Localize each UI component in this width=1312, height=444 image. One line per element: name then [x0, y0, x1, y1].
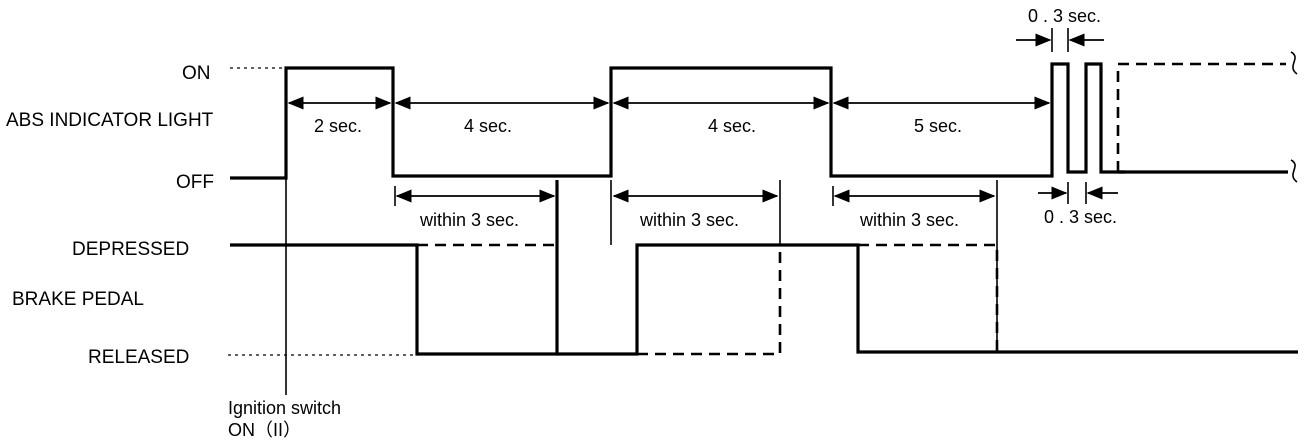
- duration-label-5sec: 5 sec.: [914, 116, 962, 136]
- off-label: OFF: [176, 172, 214, 193]
- blink-label-bottom: 0 . 3 sec.: [1044, 207, 1117, 227]
- brake-dashed-alt-2: [637, 245, 782, 356]
- ignition-label-line2: ON（II）: [228, 420, 301, 440]
- duration-label-2sec: 2 sec.: [314, 116, 362, 136]
- blink-label-top: 0 . 3 sec.: [1028, 6, 1101, 26]
- abs-indicator-light-label: ABS INDICATOR LIGHT: [6, 110, 214, 131]
- within-label-2: within 3 sec.: [639, 210, 739, 230]
- break-mark-bottom: [1290, 159, 1298, 183]
- brake-pedal-label: BRAKE PEDAL: [12, 289, 144, 310]
- within-label-3: within 3 sec.: [859, 210, 959, 230]
- brake-pedal-waveform-2: [557, 243, 1298, 356]
- abs-indicator-waveform: [230, 62, 1125, 180]
- break-mark-top: [1290, 51, 1298, 75]
- within-label-1: within 3 sec.: [419, 210, 519, 230]
- brake-dashed-alt-1: [417, 243, 559, 354]
- ignition-label-line1: Ignition switch: [228, 398, 341, 418]
- duration-label-4sec-b: 4 sec.: [708, 116, 756, 136]
- abs-indicator-dashed-continuation: [1116, 62, 1286, 172]
- on-label: ON: [182, 63, 211, 84]
- released-label: RELEASED: [88, 347, 189, 368]
- duration-label-4sec-a: 4 sec.: [464, 116, 512, 136]
- brake-pedal-waveform-1: [230, 180, 559, 356]
- brake-dashed-alt-3: [858, 243, 999, 352]
- depressed-label: DEPRESSED: [72, 239, 189, 260]
